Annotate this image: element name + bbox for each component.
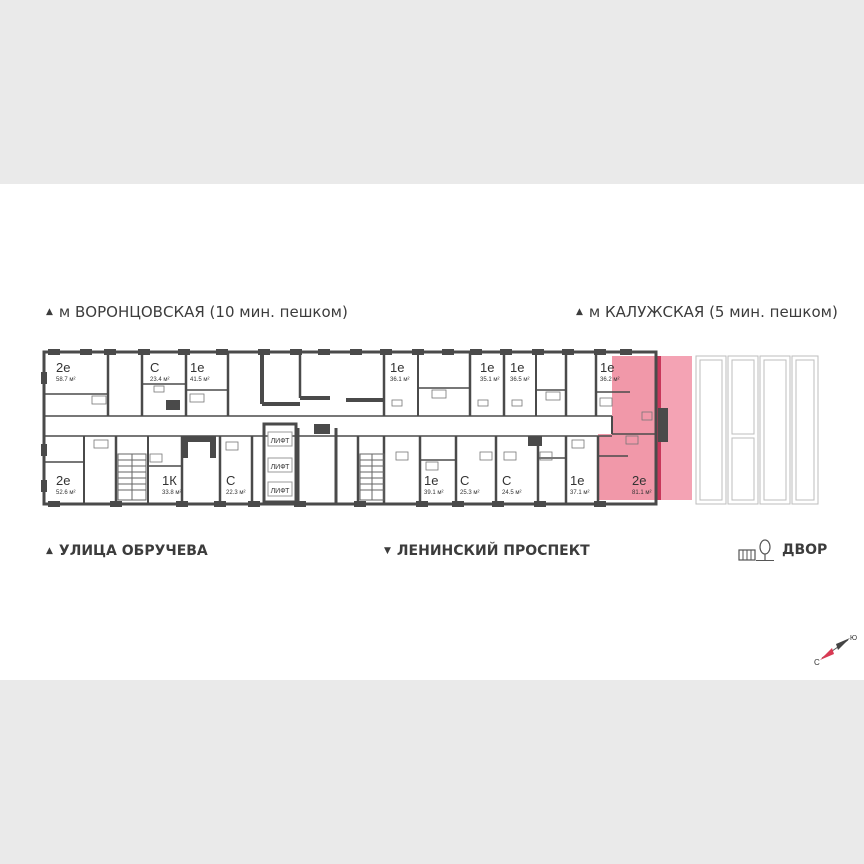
apartment-unit[interactable]: 1е 35.1 м² xyxy=(480,360,499,383)
apartment-area: 36.5 м² xyxy=(510,377,529,383)
apartment-type: 1е xyxy=(570,473,584,488)
apartment-unit[interactable]: С 23.4 м² xyxy=(150,360,169,383)
apartment-unit[interactable]: С 25.3 м² xyxy=(460,473,479,496)
apartment-unit[interactable]: 2е 52.6 м² xyxy=(56,473,75,496)
landmark-label: м ВОРОНЦОВСКАЯ (10 мин. пешком) xyxy=(58,303,348,321)
apartment-2e-81-highlight[interactable] xyxy=(598,356,692,500)
apartment-area: 22.3 м² xyxy=(226,490,245,496)
apartment-unit[interactable]: 1е 41.5 м² xyxy=(190,360,209,383)
apartment-unit[interactable]: 2е 58.7 м² xyxy=(56,360,75,383)
elevator-shafts: ЛИФТ ЛИФТ ЛИФТ xyxy=(262,422,298,504)
apartment-area: 35.1 м² xyxy=(480,377,499,383)
apartment-area: 36.2 м² xyxy=(600,377,619,383)
compass-south-label: Ю xyxy=(850,635,857,642)
stairwell-right xyxy=(359,453,385,501)
apartment-type: С xyxy=(502,473,511,488)
apartment-type: 2е xyxy=(632,473,646,488)
apartment-type: 1е xyxy=(424,473,438,488)
apartment-unit[interactable]: С 22.3 м² xyxy=(226,473,245,496)
direction-triangle-icon: ▲ xyxy=(46,546,53,556)
apartment-type: 1е xyxy=(510,360,524,375)
direction-triangle-icon: ▲ xyxy=(576,307,583,317)
apartment-type: 2е xyxy=(56,360,70,375)
landmark-label: ЛЕНИНСКИЙ ПРОСПЕКТ xyxy=(396,543,590,559)
landmark-metro-kaluzhskaya: ▲ м КАЛУЖСКАЯ (5 мин. пешком) xyxy=(576,303,838,321)
floor-plan-panel xyxy=(0,184,864,680)
courtyard-icon xyxy=(738,539,774,561)
apartment-type: С xyxy=(226,473,235,488)
balcony-frames xyxy=(695,355,819,505)
apartment-area: 25.3 м² xyxy=(460,490,479,496)
apartment-type: 1е xyxy=(600,360,614,375)
apartment-area: 37.1 м² xyxy=(570,490,589,496)
landmark-leninsky-prospekt: ▼ ЛЕНИНСКИЙ ПРОСПЕКТ xyxy=(384,543,590,559)
elevator-label: ЛИФТ xyxy=(271,488,291,495)
compass-north-label: С xyxy=(814,658,820,667)
apartment-type: 2е xyxy=(56,473,70,488)
fixtures xyxy=(91,385,653,471)
landmark-label: м КАЛУЖСКАЯ (5 мин. пешком) xyxy=(588,303,838,321)
apartment-area: 24.5 м² xyxy=(502,490,521,496)
direction-triangle-icon: ▲ xyxy=(46,307,53,317)
stairwell-left xyxy=(117,453,147,501)
apartment-type: 1К xyxy=(162,473,177,488)
apartment-area: 36.1 м² xyxy=(390,377,409,383)
apartment-unit[interactable]: 1е 37.1 м² xyxy=(570,473,589,496)
apartment-area: 39.1 м² xyxy=(424,490,443,496)
apartment-area: 33.8 м² xyxy=(162,490,181,496)
apartment-area: 81.1 м² xyxy=(632,490,651,496)
apartment-unit[interactable]: 1К 33.8 м² xyxy=(162,473,181,496)
apartment-type: 1е xyxy=(480,360,494,375)
apartment-unit[interactable]: С 24.5 м² xyxy=(502,473,521,496)
apartment-type: 1е xyxy=(390,360,404,375)
apartment-type: С xyxy=(460,473,469,488)
landmark-metro-vorontsovskaya: ▲ м ВОРОНЦОВСКАЯ (10 мин. пешком) xyxy=(46,303,348,321)
apartment-unit[interactable]: 1е 39.1 м² xyxy=(424,473,443,496)
landmark-label: ДВОР xyxy=(782,542,828,558)
landmark-courtyard: ДВОР xyxy=(738,538,827,562)
landmark-label: УЛИЦА ОБРУЧЕВА xyxy=(58,543,208,559)
apartment-unit[interactable]: 1е 36.5 м² xyxy=(510,360,529,383)
elevator-label: ЛИФТ xyxy=(271,464,291,471)
apartment-area: 52.6 м² xyxy=(56,490,75,496)
apartment-unit-highlighted[interactable]: 2е 81.1 м² xyxy=(632,473,651,496)
landmark-obrucheva-street: ▲ УЛИЦА ОБРУЧЕВА xyxy=(46,543,208,559)
structural-columns xyxy=(41,349,668,507)
compass-icon: С Ю xyxy=(814,635,857,667)
direction-triangle-icon: ▼ xyxy=(384,546,391,556)
apartment-area: 58.7 м² xyxy=(56,377,75,383)
apartment-type: 1е xyxy=(190,360,204,375)
elevator-label: ЛИФТ xyxy=(271,438,291,445)
apartment-area: 23.4 м² xyxy=(150,377,169,383)
apartment-unit[interactable]: 1е 36.2 м² xyxy=(600,360,619,383)
apartment-type: С xyxy=(150,360,159,375)
building-walls xyxy=(42,350,658,506)
apartment-area: 41.5 м² xyxy=(190,377,209,383)
apartment-unit[interactable]: 1е 36.1 м² xyxy=(390,360,409,383)
apartment-labels: 2е 58.7 м² С 23.4 м² 1е 41.5 м² 1е 36.1 … xyxy=(56,360,651,496)
